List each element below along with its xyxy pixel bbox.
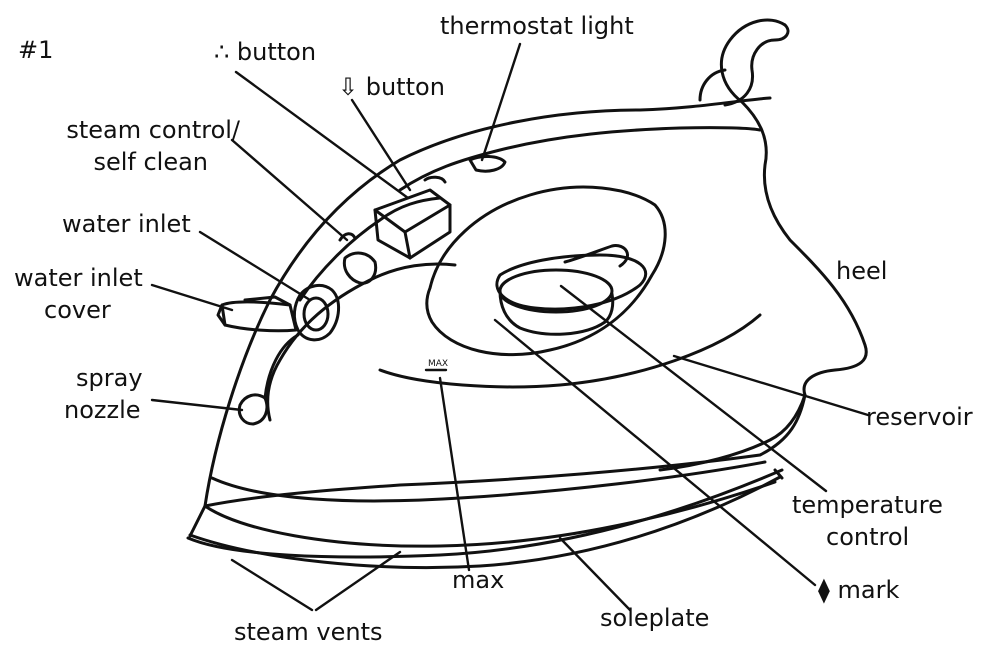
label-burst-button: ⇩ button [338, 73, 445, 102]
leader-temperature-control [561, 286, 826, 491]
leader-max [440, 378, 469, 570]
label-steam-control-line2: self clean [40, 148, 208, 177]
label-water-inlet: water inlet [62, 210, 191, 239]
label-water-inlet-cover-line1: water inlet [14, 264, 143, 293]
leader-thermostat-light [482, 44, 520, 160]
label-reservoir: reservoir [866, 403, 973, 432]
leader-burst-button [352, 100, 410, 190]
leader-steam-control [232, 140, 347, 240]
leader-steam-vents-a [232, 560, 312, 610]
max-fill-marking: MAX [428, 359, 448, 369]
label-steam-vents: steam vents [234, 618, 383, 647]
label-max: max [452, 566, 504, 595]
leader-water-inlet-cover [152, 285, 232, 310]
handle [268, 128, 760, 420]
label-spray-button: ∴ button [214, 38, 316, 67]
label-temperature-control-line2: control [826, 523, 909, 552]
handle-opening [380, 187, 760, 387]
front-controls [218, 234, 376, 424]
leader-steam-vents-b [316, 552, 400, 610]
label-soleplate: soleplate [600, 604, 709, 633]
label-mark: ⧫ mark [818, 576, 899, 605]
label-spray-nozzle-line1: spray [76, 364, 143, 393]
max-marking: MAX [426, 359, 448, 370]
label-heel: heel [836, 257, 887, 286]
label-thermostat-light: thermostat light [440, 12, 634, 41]
leader-water-inlet [200, 232, 310, 300]
label-water-inlet-cover-line2: cover [44, 296, 111, 325]
figure-number: #1 [18, 36, 53, 65]
leader-reservoir [674, 356, 868, 415]
label-steam-control-line1: steam control/ [40, 116, 240, 145]
temperature-dial [497, 246, 646, 335]
label-temperature-control-line1: temperature [792, 491, 943, 520]
control-buttons [375, 156, 505, 258]
label-spray-nozzle-line2: nozzle [64, 396, 141, 425]
